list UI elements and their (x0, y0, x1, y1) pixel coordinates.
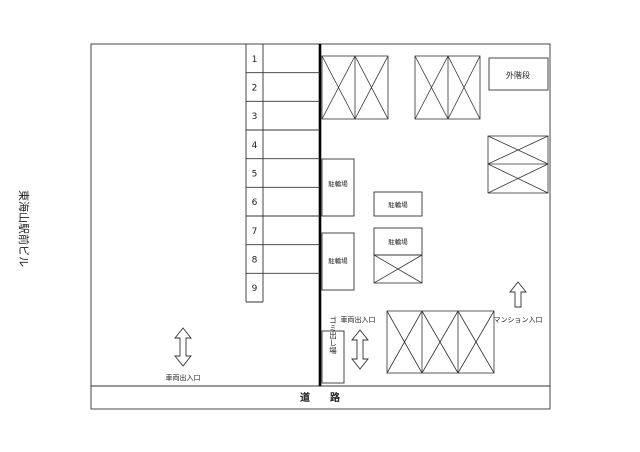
bike-parking-label: 駐輪場 (388, 200, 408, 209)
structure-box (414, 55, 481, 120)
structure-box (386, 310, 495, 374)
parking-space-number: 6 (252, 198, 258, 208)
parking-space-number: 8 (252, 256, 258, 266)
bike-parking-1 (321, 158, 355, 217)
parking-area: 1 2 3 4 5 6 7 8 9 (245, 44, 320, 303)
garbage-area-label: ゴミ出し場 (328, 315, 337, 355)
vehicle-entrance-label-right: 車両出入口 (341, 315, 376, 324)
parking-space-number: 1 (252, 55, 258, 65)
parking-space-number: 7 (252, 227, 258, 237)
building-name: 東海山駅前ビル (17, 190, 31, 267)
outside-stairs (488, 57, 549, 91)
bike-parking-label: 駐輪場 (388, 237, 408, 246)
road-label: 道 路 (300, 391, 341, 404)
stairs-label: 外階段 (506, 70, 530, 80)
mansion-entrance-label: マンション入口 (494, 316, 543, 324)
bike-parking-4 (373, 227, 423, 256)
parking-space-number: 5 (252, 170, 258, 180)
bike-parking-3 (373, 191, 423, 217)
bike-parking-label: 駐輪場 (328, 256, 348, 265)
parking-space-number: 3 (252, 112, 258, 122)
structure-box (487, 135, 549, 194)
parking-space-number: 2 (252, 84, 258, 94)
garbage-area (321, 330, 345, 384)
vehicle-entrance-arrow (351, 329, 369, 370)
structure-box (321, 55, 389, 120)
vehicle-entrance-arrow (174, 327, 192, 367)
parking-space-number: 4 (252, 141, 258, 151)
bike-parking-label: 駐輪場 (328, 179, 348, 188)
parking-space-number: 9 (252, 284, 258, 294)
structure-box (373, 254, 423, 284)
mansion-entrance-arrow (509, 281, 527, 308)
bike-parking-2 (321, 232, 355, 291)
vehicle-entrance-label-left: 車両出入口 (166, 373, 201, 382)
